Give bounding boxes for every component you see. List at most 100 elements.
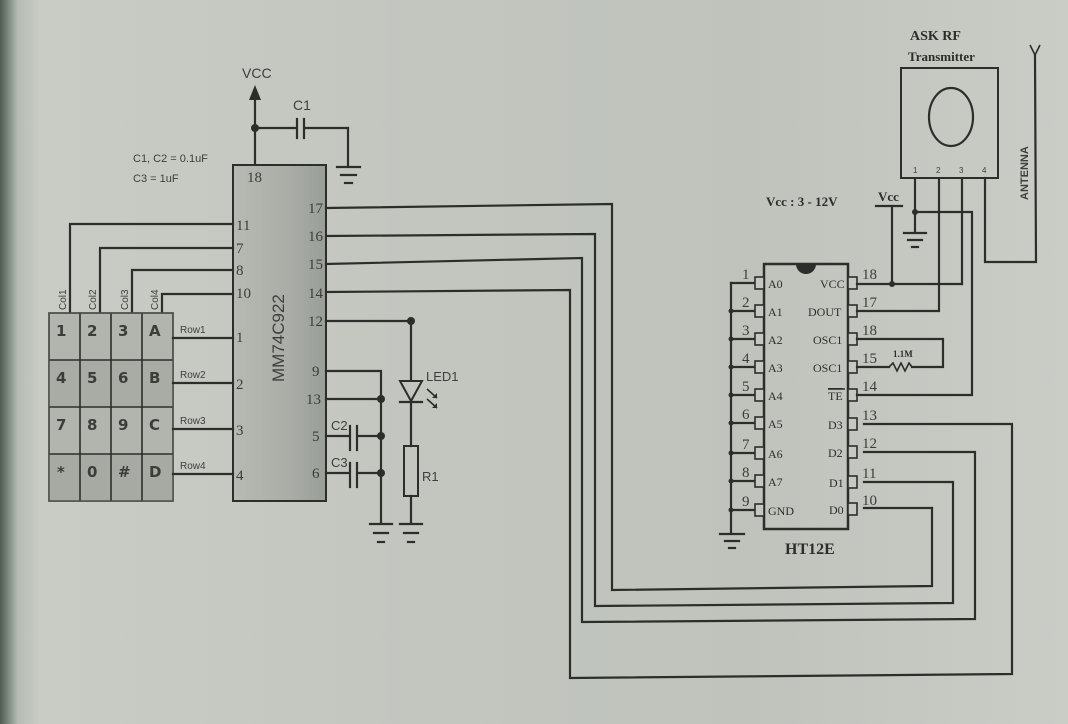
key-3: 3	[118, 322, 128, 340]
svg-text:A1: A1	[768, 305, 783, 319]
c3-label: C3	[331, 455, 348, 470]
svg-text:A6: A6	[768, 447, 783, 461]
svg-text:12: 12	[862, 436, 877, 452]
pin-gnd: 9 GND	[728, 494, 794, 518]
col-label: Col2	[88, 289, 99, 310]
pin-label: 2	[236, 377, 244, 393]
svg-text:D1: D1	[829, 476, 844, 490]
svg-text:9: 9	[742, 494, 750, 510]
row-label: Row3	[180, 416, 206, 427]
resistor-r1	[403, 445, 419, 497]
svg-text:6: 6	[742, 407, 750, 423]
ic-pin-18: 18	[247, 170, 262, 186]
key-5: 5	[87, 369, 97, 387]
tx-title-2: Transmitter	[908, 49, 975, 64]
antenna: ANTENNA	[983, 44, 1041, 264]
svg-text:D3: D3	[828, 418, 843, 432]
key-2: 2	[87, 322, 97, 340]
svg-text:DOUT: DOUT	[808, 305, 842, 319]
pin-label: 11	[236, 218, 250, 234]
pin-label: 6	[312, 466, 320, 482]
row-wires: Row1 Row2 Row3 Row4	[171, 325, 235, 476]
ht12e-right-pins: VCC 18 DOUT 17 OSC1 18 OSC1 15 TE 14 D3 …	[808, 267, 878, 517]
key-4: 4	[56, 369, 66, 387]
key-hash: #	[118, 463, 131, 481]
pin-label: 8	[236, 263, 244, 279]
resistor-1m1-label: 1.1M	[893, 349, 913, 359]
svg-text:10: 10	[862, 493, 877, 509]
pin-d0: D0 10	[829, 493, 877, 517]
pin-label: 17	[308, 201, 324, 217]
pin-label: 16	[308, 229, 324, 245]
tx-title-1: ASK RF	[910, 29, 961, 44]
svg-text:11: 11	[862, 466, 876, 482]
key-d: D	[149, 463, 161, 481]
antenna-icon	[1029, 44, 1041, 57]
svg-text:8: 8	[742, 465, 750, 481]
pin-a5: 6 A5	[728, 407, 783, 431]
key-6: 6	[118, 369, 128, 387]
svg-text:GND: GND	[768, 504, 794, 518]
r1-label: R1	[422, 469, 439, 484]
ground-symbol	[718, 532, 746, 550]
tx-pin-label: 2	[936, 166, 941, 175]
pin-a4: 5 A4	[728, 379, 783, 403]
pin-a6: 7 A6	[728, 437, 783, 461]
pin-a0: 1 A0	[729, 267, 783, 291]
pin-label: 4	[236, 468, 244, 484]
pin-label: 14	[308, 286, 324, 302]
vcc-rail: Vcc	[855, 189, 964, 287]
svg-text:A7: A7	[768, 475, 783, 489]
svg-text:7: 7	[742, 437, 750, 453]
ht12e-left-pins: 1 A0 2 A1 3 A2 4 A3 5 A4 6 A5 7 A6 8 A7 …	[718, 267, 794, 550]
svg-text:VCC: VCC	[820, 277, 845, 291]
key-a: A	[149, 322, 161, 340]
svg-text:A0: A0	[768, 277, 783, 291]
key-9: 9	[118, 416, 128, 434]
ic-notch	[796, 264, 816, 274]
row-label: Row4	[180, 461, 206, 472]
pin-label: 5	[312, 429, 320, 445]
row-label: Row2	[180, 370, 206, 381]
key-c: C	[149, 416, 160, 434]
oscillator-caps: C2 C3	[324, 369, 394, 544]
tx-pin-label: 3	[959, 166, 964, 175]
svg-text:TE: TE	[828, 389, 843, 403]
svg-text:A5: A5	[768, 417, 783, 431]
svg-text:A4: A4	[768, 389, 783, 403]
pin-osc1: OSC1 18	[813, 323, 877, 347]
c1-label: C1	[293, 97, 311, 113]
capacitor-c1: C1	[253, 97, 350, 168]
ground-symbol	[335, 165, 362, 185]
osc-resistor: 1.1M	[855, 337, 945, 373]
mm74c922-ic: 18 MM74C922	[232, 164, 327, 502]
pin-a7: 8 A7	[728, 465, 783, 489]
te-wire	[855, 210, 974, 397]
svg-text:OSC1: OSC1	[813, 333, 842, 347]
key-0: 0	[87, 463, 97, 481]
svg-text:3: 3	[742, 323, 750, 339]
column-wires	[68, 222, 235, 315]
key-star: *	[57, 463, 65, 481]
tx-pin-label: 1	[913, 166, 918, 175]
svg-text:5: 5	[742, 379, 750, 395]
row-label: Row1	[180, 325, 206, 336]
pin-label: 9	[312, 364, 320, 380]
cap-note-2: C3 = 1uF	[133, 173, 179, 185]
svg-text:OSC1: OSC1	[813, 361, 842, 375]
dout-wire	[855, 178, 941, 313]
cap-note-1: C1, C2 = 0.1uF	[133, 153, 208, 165]
pin-d3: D3 13	[828, 408, 877, 432]
led1-label: LED1	[426, 369, 459, 384]
vcc-arrow-icon	[249, 85, 261, 100]
pin-label: 1	[236, 330, 244, 346]
svg-text:18: 18	[862, 323, 877, 339]
svg-text:D0: D0	[829, 503, 844, 517]
pin-label: 13	[306, 392, 321, 408]
svg-text:13: 13	[862, 408, 877, 424]
svg-text:2: 2	[742, 295, 750, 311]
tx-pin-label: 4	[982, 166, 987, 175]
key-b: B	[149, 369, 160, 387]
antenna-label: ANTENNA	[1019, 146, 1031, 200]
